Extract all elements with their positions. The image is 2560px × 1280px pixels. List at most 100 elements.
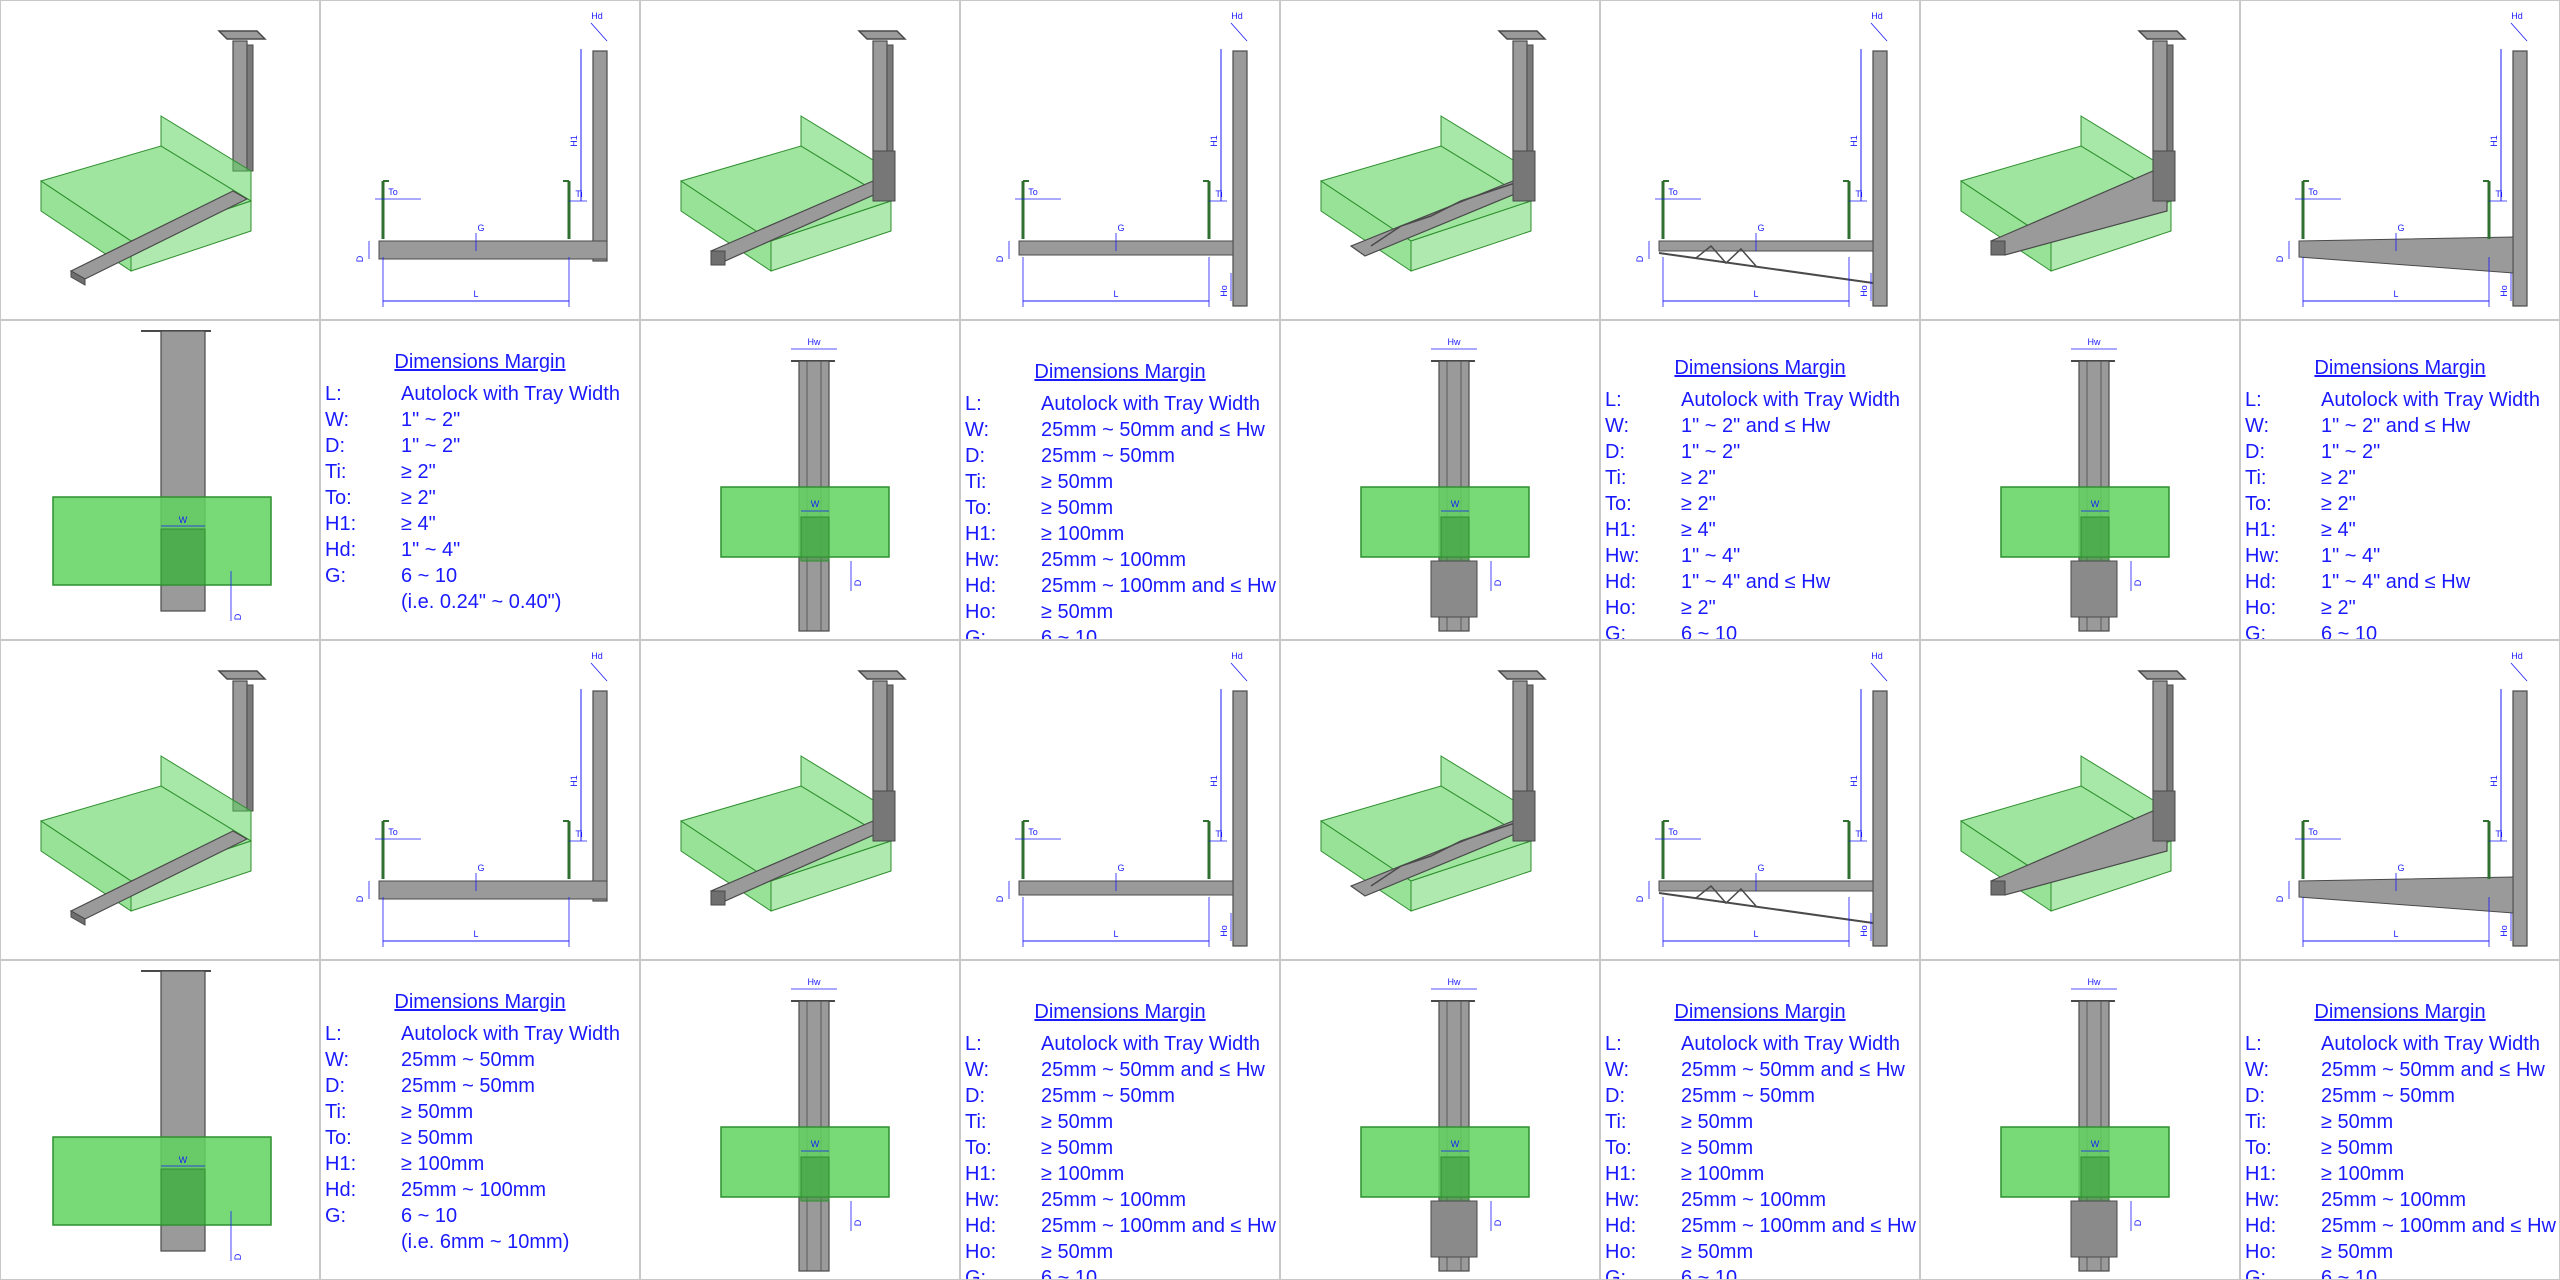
dim-label-w: W xyxy=(1451,1139,1460,1149)
dim-label-g: G xyxy=(1757,863,1764,873)
dim-label-h1: H1 xyxy=(1849,135,1859,147)
spec-key: Ti: xyxy=(965,1111,987,1133)
spec-value: ≥ 50mm xyxy=(1041,1137,1114,1159)
arm-end xyxy=(1990,880,2006,896)
section-drawing: WD xyxy=(52,970,272,1261)
spec-value: (i.e. 6mm ~ 10mm) xyxy=(401,1231,570,1253)
spec-key: Ho: xyxy=(1605,1241,1637,1263)
dim-label-d: D xyxy=(233,613,243,620)
spec-value: 25mm ~ 50mm and ≤ Hw xyxy=(2321,1059,2545,1081)
spec-value: ≥ 100mm xyxy=(401,1153,485,1175)
spec-key: G: xyxy=(965,627,987,640)
dim-label-h1: H1 xyxy=(569,775,579,787)
spec-title: Dimensions Margin xyxy=(394,351,566,373)
dim-label-d: D xyxy=(2275,255,2285,262)
dim-label-hw: Hw xyxy=(2088,977,2101,987)
iso-view-cell xyxy=(0,0,320,320)
clamp-plate xyxy=(1512,790,1536,842)
truss-web xyxy=(1695,244,1757,267)
spec-key: L: xyxy=(325,383,342,405)
spec-value: ≥ 50mm xyxy=(1681,1137,1754,1159)
spec-value: 1" ~ 2" xyxy=(401,435,461,457)
spec-key: To: xyxy=(2245,1137,2272,1159)
dim-label-hw: Hw xyxy=(808,337,821,347)
spec-value: 25mm ~ 100mm and ≤ Hw xyxy=(1041,1215,1276,1237)
spec-value: 6 ~ 10 xyxy=(1681,623,1738,640)
spec-value: ≥ 50mm xyxy=(1041,1111,1114,1133)
spec-value: ≥ 50mm xyxy=(1041,1241,1114,1263)
clamp-plate xyxy=(2152,790,2176,842)
post-elevation xyxy=(592,690,608,902)
ceiling-plate xyxy=(1497,30,1547,40)
iso-view-cell xyxy=(640,640,960,960)
spec-value: ≥ 50mm xyxy=(1681,1111,1754,1133)
spec-value: ≥ 4" xyxy=(1681,519,1716,541)
dim-label-d: D xyxy=(355,255,365,262)
dim-label-ti: Ti xyxy=(1855,189,1862,199)
spec-key: L: xyxy=(1605,1033,1622,1055)
dim-label-g: G xyxy=(2397,223,2404,233)
spec-key: To: xyxy=(1605,1137,1632,1159)
spec-key: Hd: xyxy=(965,575,997,597)
arm-end xyxy=(1990,240,2006,256)
dim-label-hd: Hd xyxy=(591,11,603,21)
spec-value: 25mm ~ 50mm and ≤ Hw xyxy=(1041,1059,1265,1081)
spec-value: 25mm ~ 50mm and ≤ Hw xyxy=(1041,419,1265,441)
spec-value: ≥ 2" xyxy=(401,487,436,509)
spec-key: W: xyxy=(965,419,990,441)
dim-label-d: D xyxy=(2275,895,2285,902)
dim-label-ho: Ho xyxy=(1219,285,1229,297)
iso-view-cell xyxy=(1280,0,1600,320)
spec-value: Autolock with Tray Width xyxy=(1041,393,1260,415)
ceiling-plate xyxy=(217,670,267,680)
hanger-rod xyxy=(232,680,248,812)
spec-value: 25mm ~ 100mm and ≤ Hw xyxy=(2321,1215,2556,1237)
spec-value: 25mm ~ 50mm xyxy=(401,1075,535,1097)
dim-label-d: D xyxy=(853,579,863,586)
ceiling-plate xyxy=(1497,670,1547,680)
dim-label-d: D xyxy=(1493,579,1503,586)
spec-value: (i.e. 0.24" ~ 0.40") xyxy=(401,591,562,613)
dim-label-d: D xyxy=(1635,895,1645,902)
dim-label-h1: H1 xyxy=(569,135,579,147)
dim-label-l: L xyxy=(1113,929,1118,939)
spec-key: H1: xyxy=(2245,1163,2277,1185)
spec-value: 25mm ~ 50mm and ≤ Hw xyxy=(1681,1059,1905,1081)
arm-elevation xyxy=(378,240,608,260)
dim-label-hd: Hd xyxy=(1231,11,1243,21)
spec-value: 6 ~ 10 xyxy=(1681,1267,1738,1280)
spec-key: Hw: xyxy=(1605,1189,1640,1211)
spec-value: 25mm ~ 100mm xyxy=(1681,1189,1827,1211)
dim-leader-hd xyxy=(1230,22,1248,42)
spec-key: H1: xyxy=(965,1163,997,1185)
dim-label-w: W xyxy=(811,499,820,509)
dim-label-ti: Ti xyxy=(1215,189,1222,199)
spec-value: 25mm ~ 100mm xyxy=(2321,1189,2467,1211)
spec-key: Hd: xyxy=(1605,571,1637,593)
spec-value: Autolock with Tray Width xyxy=(1681,389,1900,411)
dim-label-ti: Ti xyxy=(1855,829,1862,839)
spec-key: W: xyxy=(325,409,350,431)
arm-section xyxy=(800,1156,830,1202)
dim-leader-hd xyxy=(2510,22,2528,42)
post-elevation xyxy=(1232,50,1248,307)
spec-value: ≥ 2" xyxy=(2321,467,2356,489)
dim-label-to: To xyxy=(388,827,398,837)
spec-value: ≥ 50mm xyxy=(1041,497,1114,519)
dim-label-hd: Hd xyxy=(1871,11,1883,21)
spec-value: ≥ 100mm xyxy=(1041,523,1125,545)
spec-key: To: xyxy=(965,497,992,519)
spec-key: D: xyxy=(1605,1085,1625,1107)
spec-key: Hd: xyxy=(2245,571,2277,593)
spec-key: To: xyxy=(325,487,352,509)
arm-section xyxy=(800,516,830,562)
